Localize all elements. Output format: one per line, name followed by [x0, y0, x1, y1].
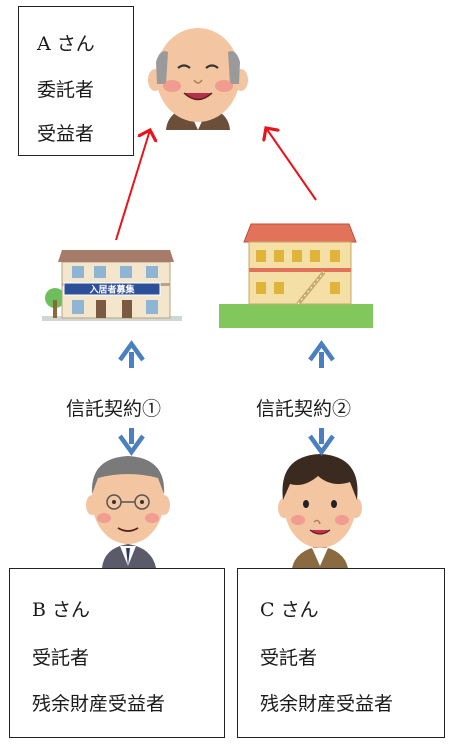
person-b-role-trustee: 受託者 [32, 647, 90, 669]
trust-contract-2-label: 信託契約② [256, 398, 352, 420]
blue-up-arrow-left [118, 340, 145, 368]
person-a-name: A さん [37, 33, 95, 55]
vacancy-sign: 入居者募集 [88, 284, 135, 296]
blue-down-arrow-left [118, 428, 145, 456]
trust-contract-1-label: 信託契約① [66, 398, 162, 420]
person-c-role-trustee: 受託者 [260, 647, 318, 669]
person-c-role-residual-beneficiary: 残余財産受益者 [260, 693, 394, 715]
person-a-box: A さん 委託者 受益者 [18, 6, 134, 156]
person-a-role-beneficiary: 受益者 [37, 123, 95, 145]
apartment-building-2-illustration [219, 223, 373, 328]
person-b-box: B さん 受託者 残余財産受益者 [9, 568, 225, 738]
man-b-illustration [86, 456, 170, 568]
red-arrow-left [115, 130, 150, 241]
person-b-role-residual-beneficiary: 残余財産受益者 [32, 693, 166, 715]
elderly-person-a-illustration [148, 28, 248, 130]
apartment-building-1-illustration: 入居者募集 [42, 250, 182, 321]
red-arrow-right [266, 128, 317, 201]
blue-up-arrow-right [308, 340, 335, 368]
man-c-illustration [278, 454, 362, 568]
person-a-role-trustor: 委託者 [37, 79, 95, 101]
person-b-name: B さん [32, 599, 91, 621]
person-c-box: C さん 受託者 残余財産受益者 [237, 568, 445, 738]
blue-down-arrow-right [308, 428, 335, 456]
person-c-name: C さん [260, 599, 319, 621]
